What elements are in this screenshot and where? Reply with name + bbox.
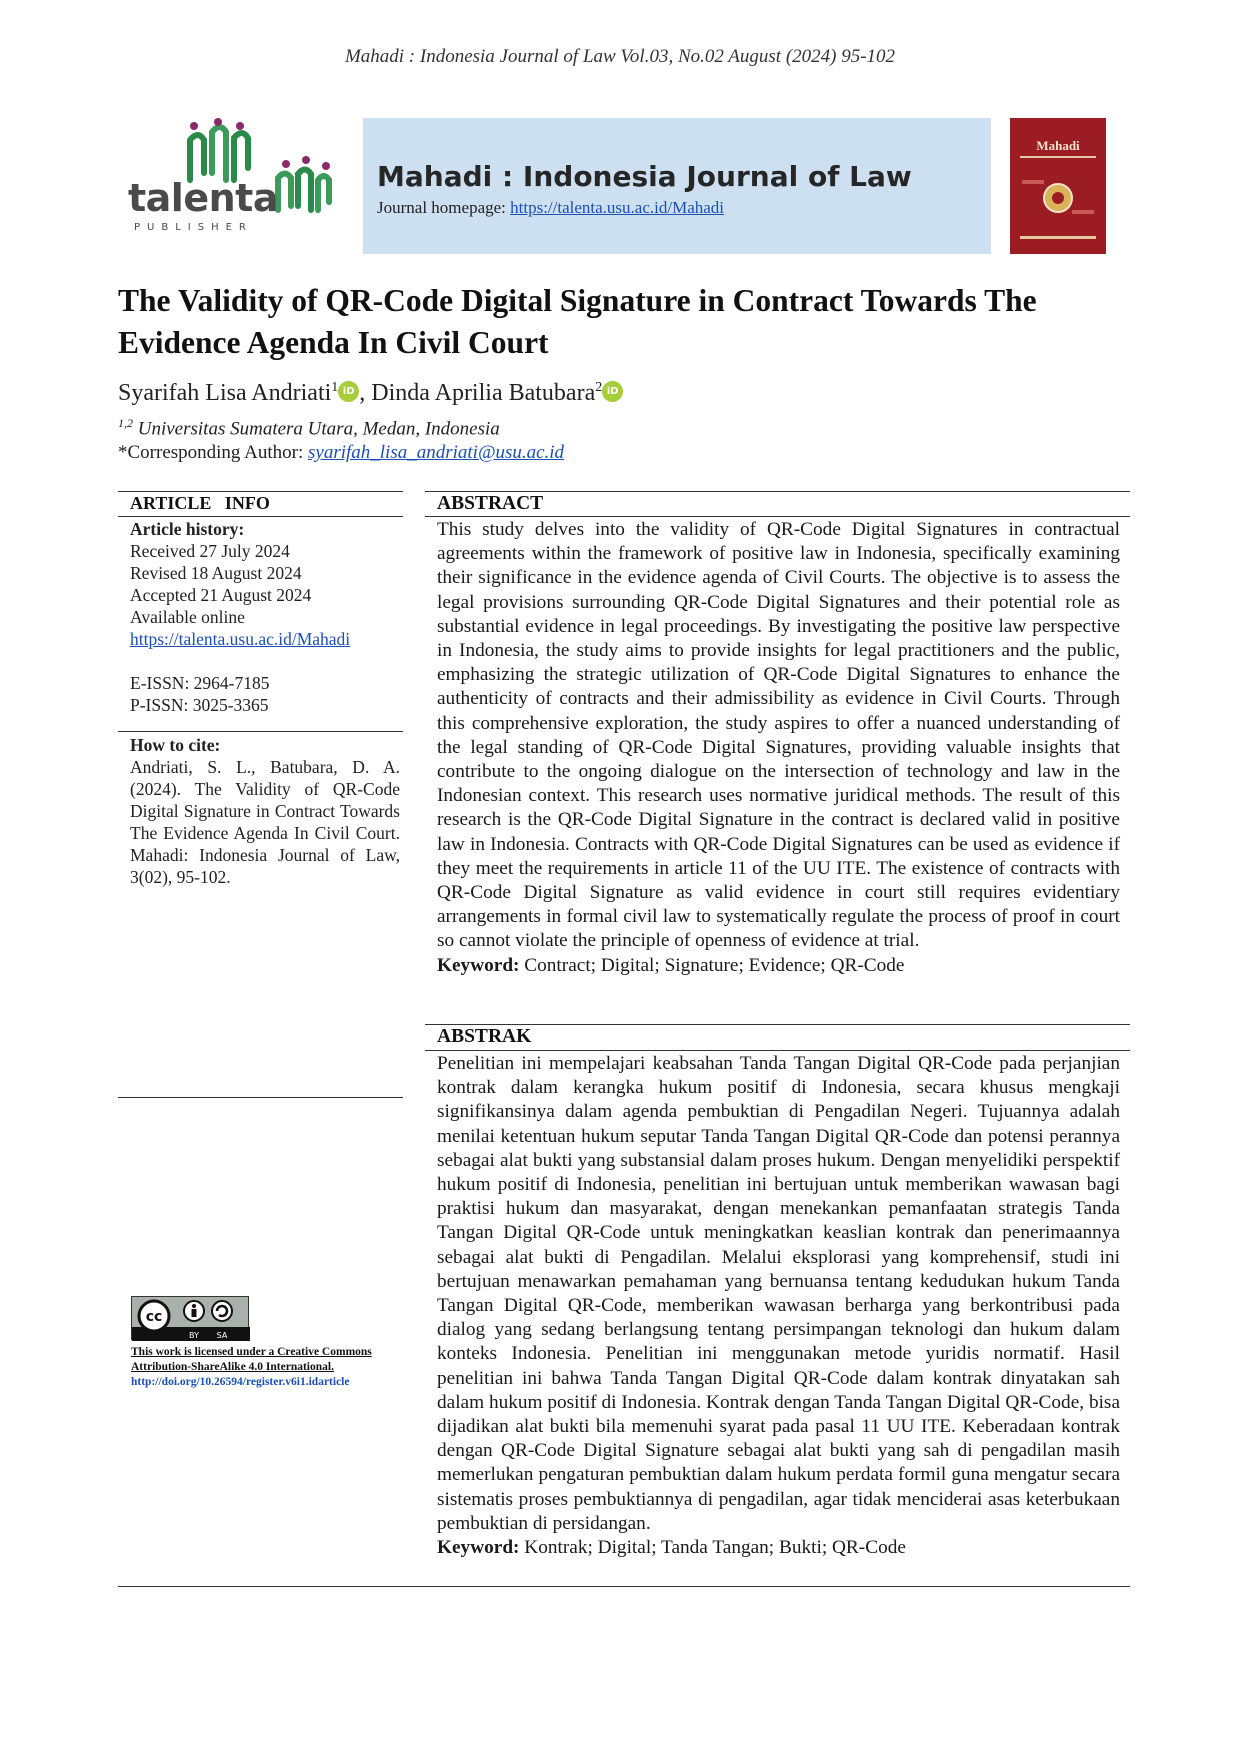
divider xyxy=(118,1097,403,1098)
journal-homepage-label: Journal homepage: xyxy=(377,198,511,217)
journal-banner: Mahadi : Indonesia Journal of Law Journa… xyxy=(363,118,991,254)
doi-link[interactable]: http://doi.org/10.26594/register.v6i1.id… xyxy=(131,1376,350,1388)
author-name: Dinda Aprilia Batubara xyxy=(371,380,596,406)
citation-text: Andriati, S. L., Batubara, D. A. (2024).… xyxy=(130,757,400,887)
divider xyxy=(118,516,403,517)
pissn: P-ISSN: 3025-3365 xyxy=(130,695,269,715)
abstract-keywords: Keyword: Contract; Digital; Signature; E… xyxy=(437,954,1120,978)
abstract-heading: ABSTRACT xyxy=(437,493,544,514)
citation-heading: How to cite: xyxy=(130,735,221,755)
author-separator: , xyxy=(359,380,372,406)
affiliation: 1,2 Universitas Sumatera Utara, Medan, I… xyxy=(118,416,500,440)
abstrak-keywords: Keyword: Kontrak; Digital; Tanda Tangan;… xyxy=(437,1536,1120,1560)
paper-title: The Validity of QR-Code Digital Signatur… xyxy=(118,283,1037,360)
divider xyxy=(118,1586,1130,1587)
keyword-label: Keyword: xyxy=(437,954,520,976)
cover-artwork-icon xyxy=(1020,156,1096,239)
journal-homepage: Journal homepage: https://talenta.usu.ac… xyxy=(377,198,724,218)
journal-name: Mahadi : Indonesia Journal of Law xyxy=(377,160,912,193)
corresponding-label: *Corresponding Author: xyxy=(118,442,308,463)
keyword-label: Keyword: xyxy=(437,1537,520,1559)
article-info-heading-row: ARTICLE INFO xyxy=(118,493,403,514)
abstrak-text: Penelitian ini mempelajari keabsahan Tan… xyxy=(437,1053,1120,1534)
divider xyxy=(118,491,403,492)
abstrak-body: Penelitian ini mempelajari keabsahan Tan… xyxy=(437,1052,1120,1560)
divider xyxy=(425,491,1130,492)
abstract-text: This study delves into the validity of Q… xyxy=(437,519,1120,952)
eissn: E-ISSN: 2964-7185 xyxy=(130,673,270,693)
received-date: Received 27 July 2024 xyxy=(130,541,290,561)
creative-commons-icon: cc BY SA xyxy=(132,1299,250,1341)
divider xyxy=(118,731,403,732)
author-affiliation-mark: 2 xyxy=(595,380,603,395)
cc-by-label: BY xyxy=(189,1331,199,1340)
keyword-list: Contract; Digital; Signature; Evidence; … xyxy=(519,954,905,976)
author-name: Syarifah Lisa Andriati xyxy=(118,380,332,406)
cc-sa-label: SA xyxy=(217,1331,228,1340)
license-block: This work is licensed under a Creative C… xyxy=(131,1345,396,1390)
abstrak-heading: ABSTRAK xyxy=(437,1026,532,1047)
article-history-label: Article history: xyxy=(130,519,245,539)
divider xyxy=(425,1024,1130,1025)
talenta-logo-icon xyxy=(187,118,332,213)
journal-cover: Mahadi xyxy=(1010,118,1106,254)
license-text[interactable]: This work is licensed under a Creative C… xyxy=(131,1346,372,1373)
available-online: Available online xyxy=(130,607,245,627)
abstract-body: This study delves into the validity of Q… xyxy=(437,518,1120,978)
revised-date: Revised 18 August 2024 xyxy=(130,563,302,583)
divider xyxy=(425,1050,1130,1051)
article-history: Article history: Received 27 July 2024 R… xyxy=(130,518,400,716)
cc-label: cc xyxy=(146,1309,163,1325)
affiliation-mark: 1,2 xyxy=(118,416,133,430)
divider xyxy=(425,516,1130,517)
article-info-heading: ARTICLE INFO xyxy=(130,493,270,513)
affiliation-text: Universitas Sumatera Utara, Medan, Indon… xyxy=(133,418,500,440)
article-url-link[interactable]: https://talenta.usu.ac.id/Mahadi xyxy=(130,629,351,649)
running-head: Mahadi : Indonesia Journal of Law Vol.03… xyxy=(344,46,896,67)
citation-block: How to cite: Andriati, S. L., Batubara, … xyxy=(130,734,400,888)
orcid-icon[interactable]: iD xyxy=(602,381,624,402)
publisher-logo-text: talenta xyxy=(128,176,278,220)
cc-license-badge[interactable]: cc BY SA xyxy=(131,1296,250,1341)
orcid-icon[interactable]: iD xyxy=(338,381,360,402)
accepted-date: Accepted 21 August 2024 xyxy=(130,585,312,605)
corresponding-email-link[interactable]: syarifah_lisa_andriati@usu.ac.id xyxy=(308,442,565,463)
journal-cover-title: Mahadi xyxy=(1036,138,1080,153)
keyword-list: Kontrak; Digital; Tanda Tangan; Bukti; Q… xyxy=(519,1537,906,1559)
publisher-logo-subtitle: PUBLISHER xyxy=(134,222,253,233)
publisher-logo: talenta PUBLISHER xyxy=(128,118,353,236)
journal-homepage-link[interactable]: https://talenta.usu.ac.id/Mahadi xyxy=(510,198,725,217)
author-affiliation-mark: 1 xyxy=(331,380,339,395)
corresponding-author: *Corresponding Author: syarifah_lisa_and… xyxy=(118,442,564,464)
